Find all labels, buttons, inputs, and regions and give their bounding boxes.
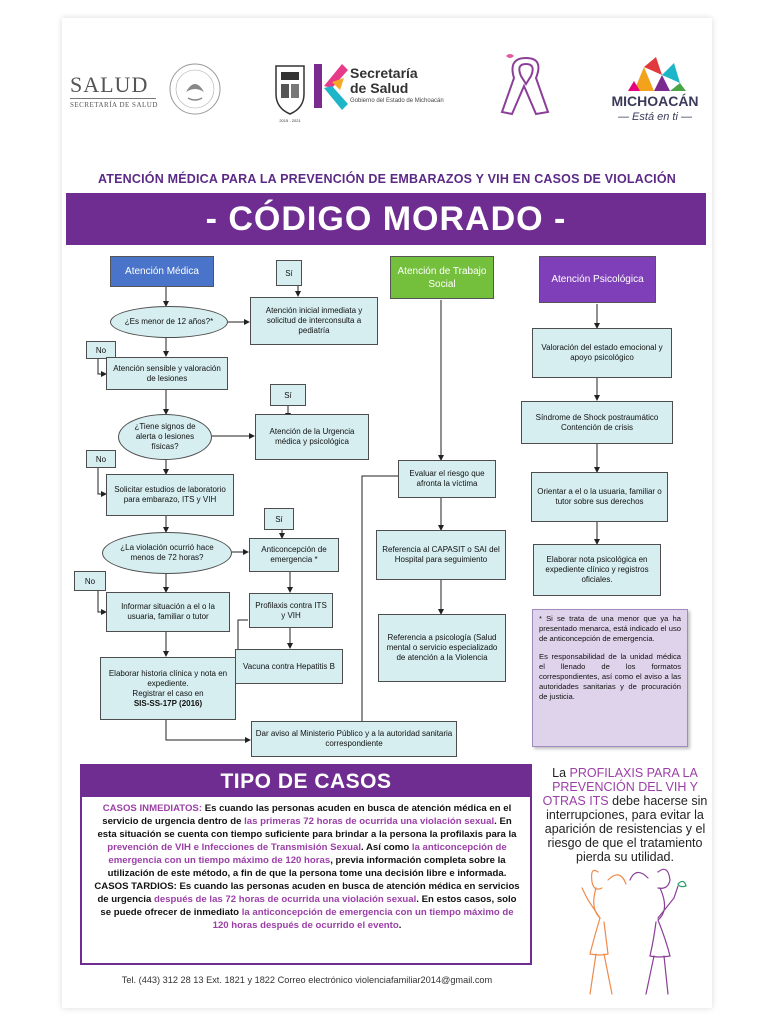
historia-codigo: SIS-SS-17P (2016) (133, 698, 203, 708)
nota-parrafo-2: Es responsabilidad de la unidad médica e… (539, 652, 681, 701)
secretaria-name: Secretaría de Salud (350, 65, 418, 96)
box-atencion-sensible: Atención sensible y valoración de lesion… (106, 357, 228, 390)
tar-highlight-2: la anticoncepción de emergencia con un t… (212, 907, 514, 931)
label-no-3: No (74, 571, 106, 591)
tar-highlight-1: después de las 72 horas de ocurrida una … (153, 894, 417, 905)
salud-word: SALUD (70, 72, 149, 97)
historia-line-1: Elaborar historia clínica y nota en expe… (108, 668, 228, 688)
illustration-credit-line (590, 996, 690, 998)
secretaria-subtitle: Gobierno del Estado de Michoacán (350, 98, 444, 104)
box-referencia-psicologia: Referencia a psicología (Salud mental o … (378, 614, 506, 682)
michoacan-shield-icon: 2015 - 2021 (275, 65, 305, 123)
michoacan-tagline: — Está en ti — (618, 111, 692, 123)
casos-inmediatos-label: CASOS INMEDIATOS: (102, 803, 203, 814)
michoacan-word: MICHOACÁN (611, 93, 699, 109)
women-illustration-icon (581, 868, 687, 995)
nota-parrafo-1: * Si se trata de una menor que ya ha pre… (539, 614, 681, 643)
label-no-1: No (86, 341, 116, 359)
tar-text-3: . (398, 920, 402, 931)
awareness-ribbon-icon (500, 54, 550, 116)
label-no-2: No (86, 450, 116, 468)
box-historia-clinica: Elaborar historia clínica y nota en expe… (100, 657, 236, 720)
tar-text-1: Es cuando las personas acuden en busca d… (97, 881, 520, 905)
question-menos-72-horas: ¿La violación ocurrió hace menos de 72 h… (102, 532, 232, 574)
header-atencion-psicologica: Atención Psicológica (539, 256, 656, 303)
box-nota-psicologica: Elaborar nota psicológica en expediente … (533, 544, 661, 596)
historia-line-2: Registrar el caso en (132, 688, 204, 698)
inm-text-4: , previa información completa sobre la u… (107, 855, 507, 879)
inm-text-1: Es cuando las personas acuden en busca d… (102, 803, 512, 827)
svg-text:2015 - 2021: 2015 - 2021 (279, 118, 301, 123)
question-menor-12: ¿Es menor de 12 años?* (110, 306, 228, 338)
box-atencion-urgencia: Atención de la Urgencia médica y psicoló… (255, 414, 369, 460)
box-orientar-derechos: Orientar a el o la usuaria, familiar o t… (531, 472, 668, 522)
michoacan-triangles-icon (628, 57, 686, 91)
profilaxis-rest: debe hacerse sin interrupciones, para ev… (544, 794, 708, 864)
box-valoracion-emocional: Valoración del estado emocional y apoyo … (532, 328, 672, 378)
label-si-2: Sí (270, 384, 306, 406)
box-solicitar-estudios: Solicitar estudios de laboratorio para e… (106, 474, 234, 516)
box-profilaxis: Profilaxis contra ITS y VIH (249, 593, 333, 628)
inm-highlight-1: las primeras 72 horas de ocurrida una vi… (244, 816, 495, 827)
casos-tardios-label: CASOS TARDIOS: (94, 881, 177, 892)
inm-highlight-3: la anticoncepción de emergencia con un t… (108, 842, 507, 866)
profilaxis-la: La (552, 766, 570, 780)
poster-subtitle: ATENCIÓN MÉDICA PARA LA PREVENCIÓN DE EM… (97, 172, 676, 186)
codigo-morado-banner: - CÓDIGO MORADO - (66, 193, 706, 245)
header-atencion-medica: Atención Médica (110, 256, 214, 287)
mexico-seal-icon (169, 63, 221, 115)
box-sindrome-shock: Síndrome de Shock postraumático Contenci… (521, 401, 673, 444)
box-atencion-inicial: Atención inicial inmediata y solicitud d… (250, 297, 378, 345)
salud-logo: SALUD SECRETARÍA DE SALUD (70, 70, 158, 114)
nota-aclaratoria: * Si se trata de una menor que ya ha pre… (532, 609, 688, 747)
secretaria-k-mark-icon (314, 64, 348, 110)
salud-divider (70, 98, 156, 99)
tipo-de-casos-panel: TIPO DE CASOS CASOS INMEDIATOS: Es cuand… (80, 764, 532, 965)
profilaxis-highlight: PROFILAXIS PARA LA PREVENCIÓN DEL VIH Y … (542, 766, 698, 808)
inm-text-2: . En esta situación se cuenta con tiempo… (97, 816, 517, 840)
question-signos-alerta: ¿Tiene signos de alerta o lesiones físic… (118, 414, 212, 460)
label-si-1: Sí (276, 260, 302, 286)
secretaria-salud-logo: Secretaría de Salud Gobierno del Estado … (312, 58, 462, 120)
box-evaluar-riesgo: Evaluar el riesgo que afronta la víctima (398, 460, 496, 498)
michoacan-brand-logo: MICHOACÁN — Está en ti — (604, 55, 706, 125)
salud-subtitle: SECRETARÍA DE SALUD (70, 101, 158, 109)
label-si-3: Sí (264, 508, 294, 530)
box-anticoncepcion: Anticoncepción de emergencia * (249, 538, 339, 572)
box-vacuna-hepatitis: Vacuna contra Hepatitis B (235, 649, 343, 684)
casos-body: CASOS INMEDIATOS: Es cuando las personas… (92, 802, 522, 932)
box-referencia-capasit: Referencia al CAPASIT o SAI del Hospital… (376, 530, 506, 580)
profilaxis-mensaje: La PROFILAXIS PARA LA PREVENCIÓN DEL VIH… (540, 766, 710, 864)
casos-title: TIPO DE CASOS (82, 766, 530, 797)
header-trabajo-social: Atención de Trabajo Social (390, 256, 494, 299)
box-aviso-ministerio: Dar aviso al Ministerio Público y a la a… (251, 721, 457, 757)
tar-text-2: . En estos casos, solo se puede ofrecer … (100, 894, 517, 918)
box-informar-situacion: Informar situación a el o la usuaria, fa… (106, 592, 230, 632)
inm-text-3: . Así como (361, 842, 412, 853)
footer-contacto: Tel. (443) 312 28 13 Ext. 1821 y 1822 Co… (121, 975, 493, 985)
inm-highlight-2: prevención de VIH e Infecciones de Trans… (107, 842, 362, 853)
